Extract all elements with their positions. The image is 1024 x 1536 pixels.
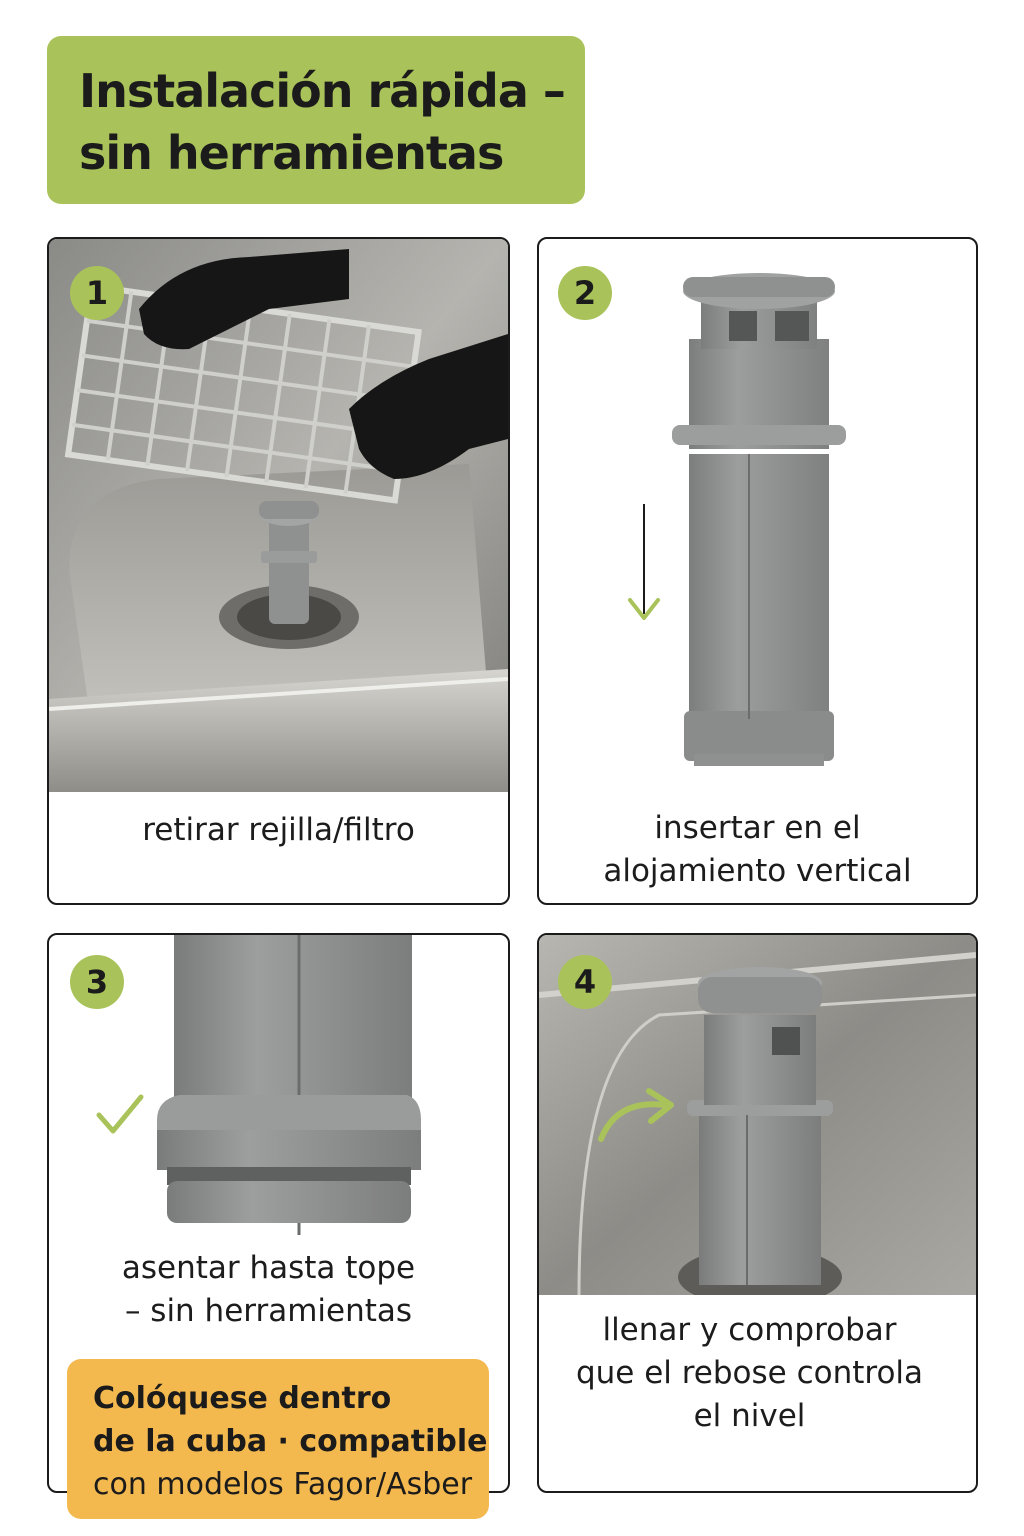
step-card-4: 4 llenar y comprobar que el rebose contr… bbox=[537, 933, 978, 1493]
step-card-2: 2 insertar en el alojamiento vertical bbox=[537, 237, 978, 905]
page-title-line-1: Instalación rápida – bbox=[79, 64, 566, 118]
down-arrow-icon bbox=[628, 598, 660, 620]
step-2-caption-line-1: insertar en el bbox=[654, 810, 861, 846]
step-1-caption-line-1: retirar rejilla/filtro bbox=[142, 812, 415, 848]
step-4-caption-line-2: que el rebose controla bbox=[575, 1355, 924, 1391]
curved-arrow-icon bbox=[598, 1088, 674, 1142]
step-number-badge-1: 1 bbox=[70, 266, 124, 320]
step-number-badge-4: 4 bbox=[558, 955, 612, 1009]
step-4-caption: llenar y comprobar que el rebose control… bbox=[539, 1309, 968, 1438]
note-line-2: de la cuba · compatible bbox=[93, 1424, 488, 1459]
overflow-pipe-image bbox=[643, 273, 846, 766]
note-line-1: Colóquese dentro bbox=[93, 1381, 392, 1416]
compatibility-note: Colóquese dentro de la cuba · compatible… bbox=[67, 1359, 489, 1519]
step-3-caption-line-1: asentar hasta tope bbox=[121, 1250, 416, 1286]
step-2-caption: insertar en el alojamiento vertical bbox=[539, 807, 976, 893]
step-3-caption-line-2: – sin herramientas bbox=[124, 1293, 413, 1329]
note-line-3: con modelos Fagor/Asber bbox=[93, 1467, 473, 1502]
step-1-caption: retirar rejilla/filtro bbox=[49, 809, 508, 852]
step-number-badge-2: 2 bbox=[558, 266, 612, 320]
pipe-in-sink-image bbox=[539, 935, 976, 1295]
title-banner: Instalación rápida – sin herramientas bbox=[47, 36, 585, 204]
step-4-caption-line-1: llenar y comprobar bbox=[602, 1312, 897, 1348]
pipe-seated-image bbox=[157, 935, 421, 1235]
check-icon bbox=[96, 1094, 144, 1134]
page-title-line-2: sin herramientas bbox=[79, 126, 504, 180]
step-3-caption: asentar hasta tope – sin herramientas bbox=[49, 1247, 498, 1333]
step-card-1: 1 retirar rejilla/filtro bbox=[47, 237, 510, 905]
step-2-caption-line-2: alojamiento vertical bbox=[603, 853, 912, 889]
step-4-caption-line-3: el nivel bbox=[693, 1398, 806, 1434]
step-number-badge-3: 3 bbox=[70, 955, 124, 1009]
sink-grate-removal-image bbox=[49, 239, 508, 792]
